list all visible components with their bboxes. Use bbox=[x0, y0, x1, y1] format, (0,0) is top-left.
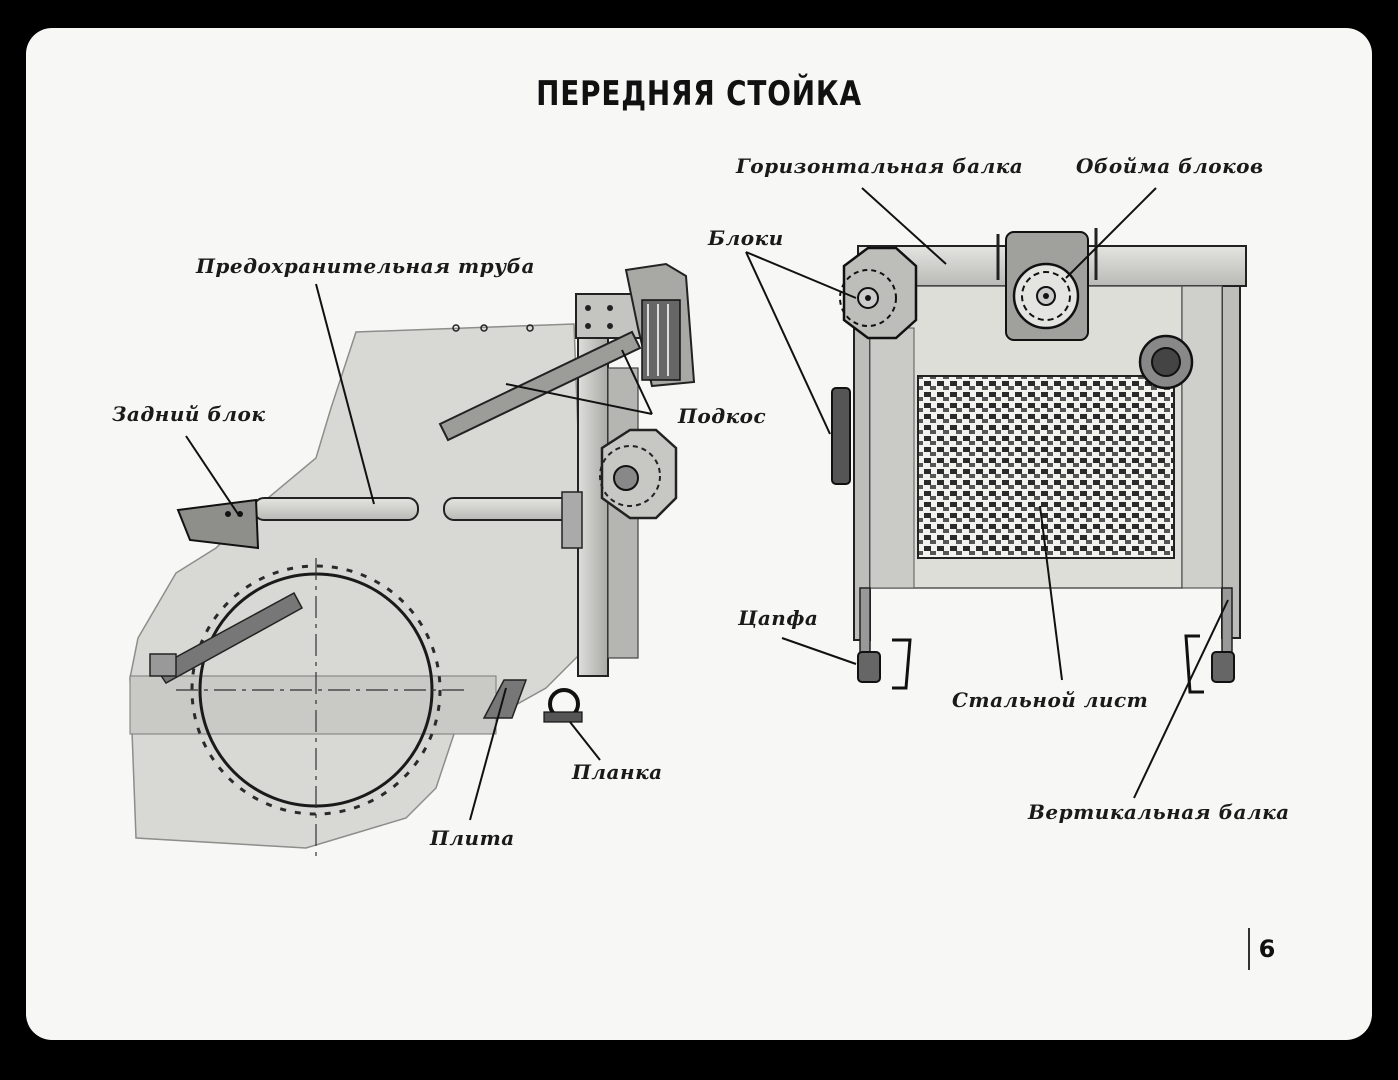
slide-title: ПЕРЕДНЯЯ СТОЙКА bbox=[536, 74, 862, 114]
label-plate: Плита bbox=[430, 826, 515, 850]
track-band bbox=[129, 675, 497, 735]
label-horizontal-beam: Горизонтальная балка bbox=[736, 154, 1024, 178]
plate-shape bbox=[482, 679, 528, 719]
label-rear-block: Задний блок bbox=[112, 402, 266, 426]
safety-pipe-right bbox=[443, 497, 577, 521]
frame-right-post bbox=[1221, 285, 1241, 639]
brace-bar bbox=[438, 330, 642, 442]
steel-mesh bbox=[917, 375, 1175, 559]
safety-pipe-left bbox=[253, 497, 419, 521]
label-brace: Подкос bbox=[678, 404, 767, 428]
left-pulley bbox=[842, 246, 918, 340]
label-safety-pipe: Предохранительная труба bbox=[196, 254, 535, 278]
trunnion-right bbox=[1184, 634, 1235, 694]
slide: ПЕРЕДНЯЯ СТОЙКА Предохранительная труба … bbox=[26, 28, 1372, 1040]
label-trunnion: Цапфа bbox=[738, 606, 819, 630]
trunnion-left bbox=[857, 638, 912, 690]
label-steel-sheet: Стальной лист bbox=[952, 688, 1149, 712]
front-view bbox=[831, 228, 1247, 694]
label-bar: Планка bbox=[572, 760, 663, 784]
post-pulley bbox=[600, 428, 678, 520]
page-number: 6 bbox=[1248, 928, 1284, 970]
diagram-drawing bbox=[129, 187, 1247, 858]
leader-lines bbox=[185, 187, 1229, 821]
label-blocks: Блоки bbox=[708, 226, 784, 250]
label-vertical-beam: Вертикальная балка bbox=[1028, 800, 1290, 824]
rear-block-shape bbox=[176, 498, 260, 550]
side-view bbox=[129, 262, 696, 858]
label-block-cage: Обойма блоков bbox=[1076, 154, 1264, 178]
